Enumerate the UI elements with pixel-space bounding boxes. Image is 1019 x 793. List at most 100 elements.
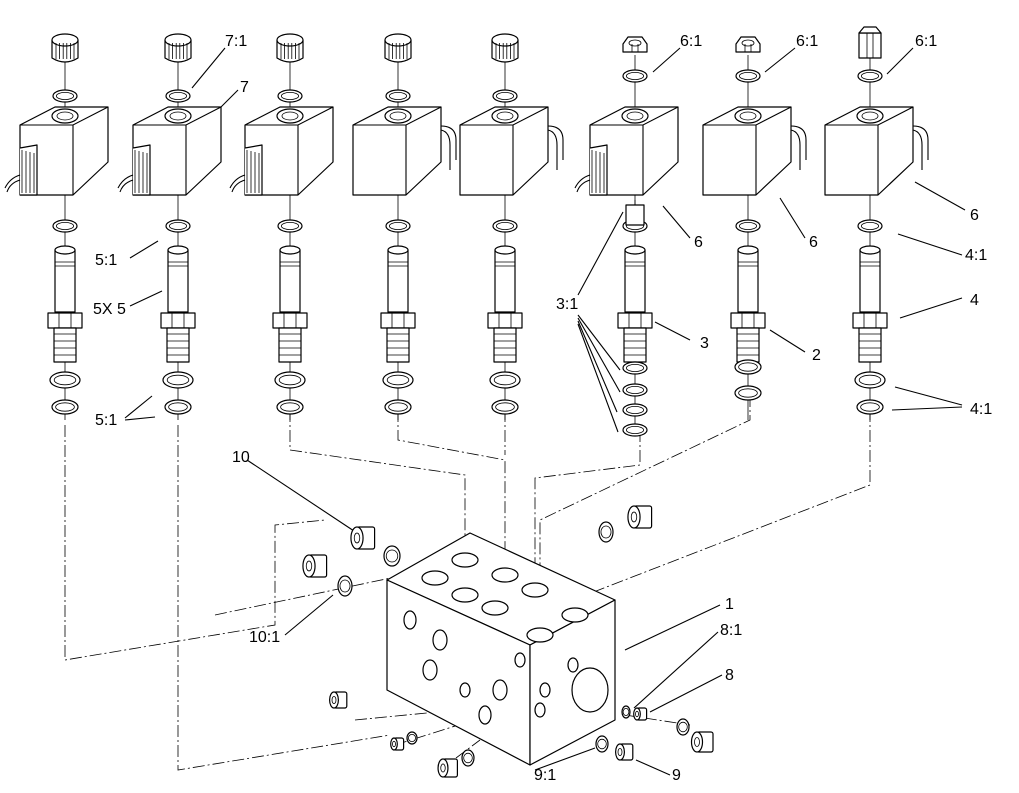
coil-bore [856,108,884,124]
coil-housing [702,106,792,196]
label-1: 1 [725,596,734,613]
label-4-1-b: 4:1 [970,401,992,418]
cartridge-hex [617,312,653,329]
fittings [302,505,714,778]
o-ring-inner [55,402,75,412]
label-4-1-a: 4:1 [965,247,987,264]
o-ring-inner [388,221,408,230]
connector-block [244,144,263,196]
plug-face [350,526,364,550]
coil-wire [912,125,929,160]
leader-20 [897,233,963,256]
coil-bore [276,108,304,124]
valve-stack-3 [229,33,334,420]
leader-11 [124,395,153,419]
plug-socket [305,560,313,572]
coil-bore [491,108,519,124]
tall-nut [858,32,882,59]
plug-face [302,554,316,578]
o-ring [382,371,414,389]
o-ring-inner [738,72,758,81]
cartridge-tube [167,249,189,313]
o-ring-inner [738,221,758,230]
o-ring [491,399,519,415]
leader-16 [577,320,618,413]
o-ring [162,371,194,389]
o-ring-inner [166,374,190,386]
label-9: 9 [672,767,681,784]
o-ring-inner [339,579,351,593]
o-ring [734,359,762,375]
coil-wire [790,129,801,170]
cartridge-body [386,327,410,363]
plug-socket [635,710,639,718]
plug-8 [633,707,648,721]
o-ring-right-top [598,521,614,543]
o-ring-inner [280,221,300,230]
o-ring-inner [55,221,75,230]
valve-stack-6 [574,36,679,437]
hex-nut-bore [628,39,642,47]
hex-nut [622,36,648,53]
coil-bore [621,108,649,124]
knob-cap-top [384,33,412,47]
coil-wire [440,129,451,170]
cartridge-body [166,327,190,363]
cartridge-top [167,245,189,255]
coil-wire [576,179,591,193]
coil-bore-inner [169,111,187,121]
leader-9 [129,240,159,259]
coil-bore [164,108,192,124]
coil-bore [51,108,79,124]
port-top-6 [481,600,509,616]
coil-wire [440,125,457,160]
cartridge-top [54,245,76,255]
o-ring-inner [597,738,607,750]
o-ring [854,371,886,389]
o-ring-inner [738,388,758,398]
label-6-c: 6 [970,207,979,224]
leader-14 [577,314,621,371]
plug-left-2 [390,737,405,751]
label-8: 8 [725,667,734,684]
o-ring-inner [495,221,515,230]
coil-wire [547,129,558,170]
plug-right-top [627,505,653,529]
label-5-1-b: 5:1 [95,412,117,429]
manifold-block [386,532,616,766]
coil-bore-inner [626,111,644,121]
coil-housing [352,106,442,196]
port-right-1 [567,657,579,673]
part-labels: 7:1 7 6:1 6:1 6:1 6 6 6 5:1 5X 5 5:1 3:1… [93,33,992,784]
coil-housing [459,106,549,196]
o-ring-inner [168,402,188,412]
valve-stacks [4,26,929,437]
leader-30 [635,759,671,776]
label-8-1: 8:1 [720,622,742,639]
cartridge-top [624,245,646,255]
valve-stack-7 [702,36,807,420]
coil-bore-inner [861,111,879,121]
plug-9 [614,743,634,761]
port-side-5 [478,705,492,725]
port-top-4 [521,582,549,598]
connector-block [19,144,38,196]
coil-wire [231,179,246,193]
knob-cap-top [51,33,79,47]
label-6-1-a: 6:1 [680,33,702,50]
coil-housing [824,106,914,196]
plug-face [329,691,340,709]
port-side-3 [422,659,438,681]
label-4: 4 [970,292,979,309]
o-ring-inner [55,92,75,101]
o-ring-inner [168,221,188,230]
cartridge-hex [272,312,308,329]
label-7-1: 7:1 [225,33,247,50]
o-ring-inner [278,374,302,386]
label-7: 7 [240,79,249,96]
label-6-a: 6 [694,234,703,251]
leader-21 [899,297,963,319]
o-ring-inner [858,374,882,386]
leader-13 [577,211,624,296]
